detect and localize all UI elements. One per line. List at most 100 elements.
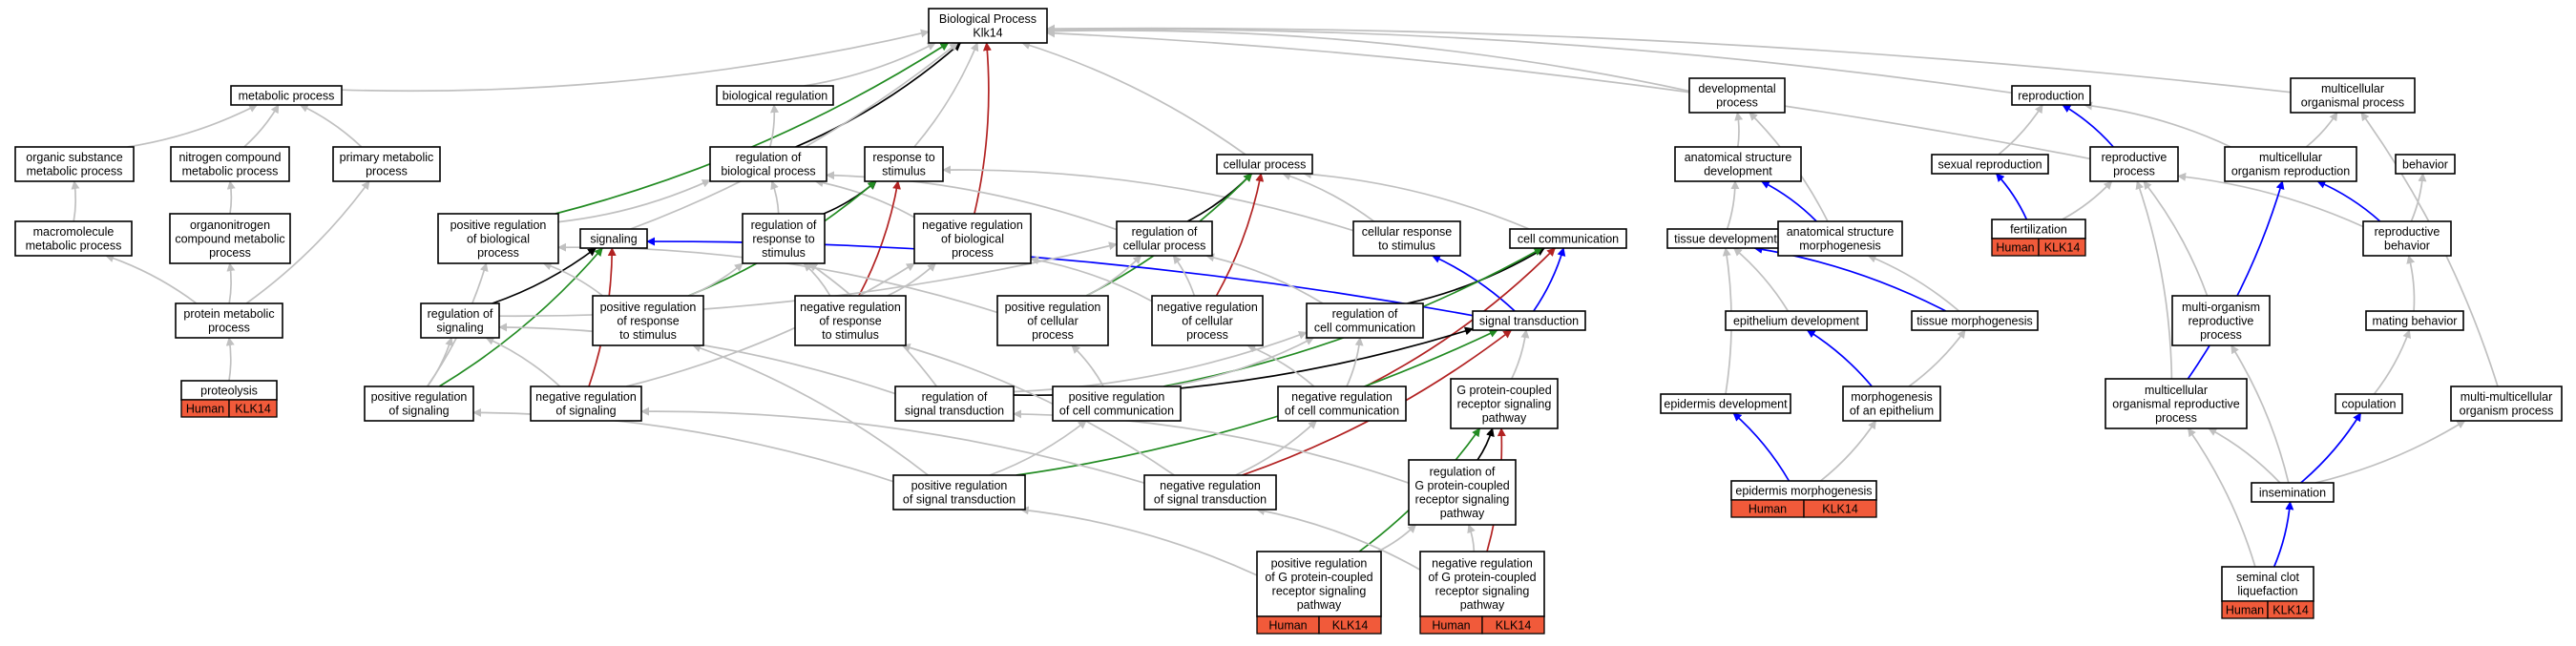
node-box bbox=[175, 302, 283, 339]
node-box bbox=[332, 146, 441, 182]
node-box bbox=[1143, 474, 1277, 511]
edge-negreggpcr-to-reggpcr bbox=[1467, 524, 1476, 552]
node-box bbox=[996, 295, 1109, 346]
node-box bbox=[1842, 386, 1941, 422]
edge-insemination-to-copulation bbox=[2300, 412, 2362, 484]
node-label: metabolic process bbox=[27, 165, 123, 178]
node-label: mating behavior bbox=[2373, 314, 2458, 327]
node-box bbox=[579, 228, 648, 249]
edge-asmorph-to-asdev bbox=[1760, 180, 1817, 222]
node-cellular[interactable]: cellular process bbox=[1216, 154, 1313, 175]
node-bioreg[interactable]: biological regulation bbox=[716, 85, 834, 106]
edge-layer bbox=[71, 24, 2499, 576]
edge-regbio-to-bp bbox=[795, 42, 962, 148]
node-label: regulation of bbox=[751, 219, 817, 232]
node-label: stimulus bbox=[762, 246, 806, 260]
node-reproduction[interactable]: reproduction bbox=[2011, 85, 2091, 106]
node-mating[interactable]: mating behavior bbox=[2365, 310, 2464, 331]
edge-metabolic-to-bp bbox=[341, 29, 930, 93]
node-epithdev[interactable]: epithelium development bbox=[1725, 310, 1868, 331]
edge-reproduction-to-bp bbox=[1046, 25, 2013, 94]
edge-posregsig-to-signaling bbox=[438, 247, 603, 387]
node-label: behavior bbox=[2402, 157, 2448, 171]
edge-tissuedev-to-asdev bbox=[1726, 180, 1740, 230]
node-behavior[interactable]: behavior bbox=[2395, 154, 2456, 175]
node-cellcomm[interactable]: cell communication bbox=[1509, 228, 1627, 249]
node-label: negative regulation bbox=[1432, 557, 1533, 571]
node-epidermisdev[interactable]: epidermis development bbox=[1660, 393, 1791, 414]
node-proteolysis[interactable]: proteolysis bbox=[180, 380, 278, 401]
node-signaling[interactable]: signaling bbox=[579, 228, 648, 249]
node-label: anatomical structure bbox=[1685, 151, 1792, 164]
node-label: seminal clot bbox=[2236, 571, 2300, 584]
edge-reggpcr-to-regsigtrans bbox=[1013, 409, 1410, 485]
node-label: cellular process bbox=[1123, 240, 1206, 253]
node-label: to stimulus bbox=[1378, 240, 1435, 253]
node-sexrep[interactable]: sexual reproduction bbox=[1931, 154, 2049, 175]
node-epimorph[interactable]: epidermis morphogenesis bbox=[1730, 480, 1877, 501]
node-tissuemorph[interactable]: tissue morphogenesis bbox=[1911, 310, 2039, 331]
node-metabolic[interactable]: metabolic process bbox=[230, 85, 343, 106]
gene-symbol-cell bbox=[2038, 238, 2086, 257]
node-label: proteolysis bbox=[200, 384, 258, 397]
edge-reproproc-to-bp bbox=[1046, 29, 2091, 160]
node-label: response to bbox=[752, 232, 814, 245]
node-box bbox=[2450, 386, 2563, 422]
node-copulation[interactable]: copulation bbox=[2335, 393, 2403, 414]
node-label: pathway bbox=[1482, 411, 1527, 425]
node-label: receptor signaling bbox=[1435, 585, 1530, 598]
node-insemination[interactable]: insemination bbox=[2251, 482, 2335, 503]
node-tissuedev[interactable]: tissue development bbox=[1666, 228, 1785, 249]
node-label: multicellular bbox=[2321, 82, 2384, 95]
node-label: epidermis development bbox=[1664, 397, 1788, 410]
node-sigtrans[interactable]: signal transduction bbox=[1472, 310, 1586, 331]
edge-posregcell-to-regcell bbox=[1086, 255, 1142, 297]
node-label: of signal transduction bbox=[903, 493, 1016, 507]
edge-sigtrans-to-cellresp bbox=[1431, 255, 1516, 312]
node-fertilization[interactable]: fertilization bbox=[1991, 219, 2086, 240]
